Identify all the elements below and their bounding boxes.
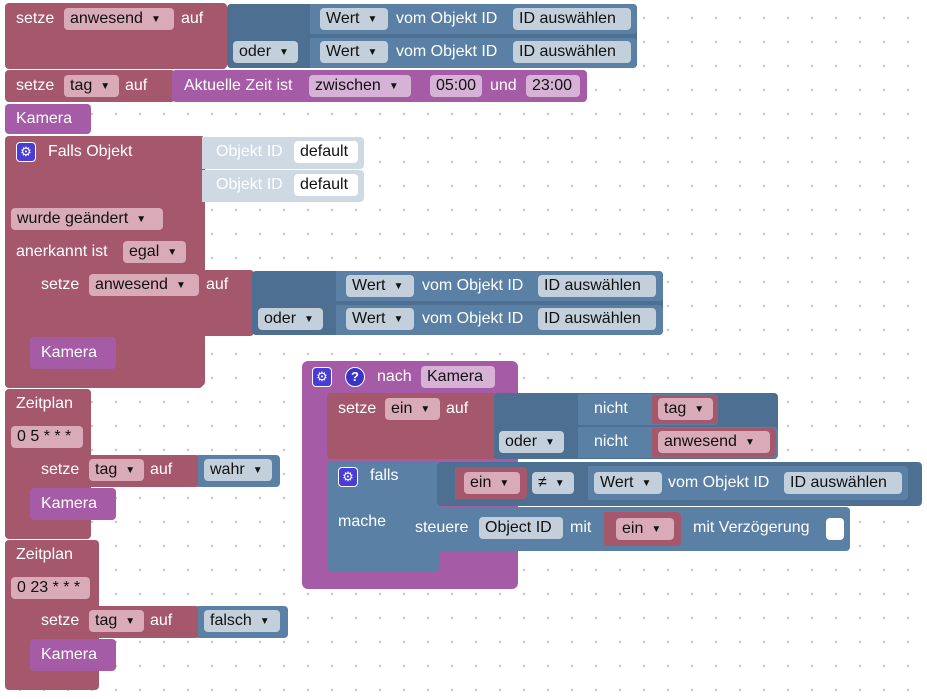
setze-label: setze [41,461,80,478]
kamera-call-block[interactable] [30,337,116,369]
kamera-call-label: Kamera [41,344,98,361]
anerkannt-ist-label: anerkannt ist [16,243,108,260]
time-from-field[interactable]: 05:00 [430,75,482,97]
auf-label: auf [446,400,469,417]
und-label: und [490,77,517,94]
var-dropdown-tag[interactable]: tag▼ [64,75,119,97]
kamera-call-label: Kamera [41,646,98,663]
trigger-bottom-bar [5,374,203,388]
kamera-call-label: Kamera [41,495,98,512]
objekt-id-label: Objekt ID [216,143,283,160]
var-dropdown-ein[interactable]: ein▼ [385,398,440,420]
object-id-field[interactable]: Object ID [479,517,563,539]
auf-label: auf [206,276,229,293]
wert-dropdown[interactable]: Wert▼ [594,472,662,494]
gear-icon[interactable]: ⚙ [338,467,358,487]
vom-objekt-id-label: vom Objekt ID [396,43,498,60]
var-dropdown-tag[interactable]: tag▼ [89,610,144,632]
vom-objekt-id-label: vom Objekt ID [422,277,524,294]
delay-checkbox[interactable] [826,518,844,540]
nach-label: nach [377,368,412,385]
id-select-button[interactable]: ID auswählen [538,275,656,297]
id-select-button[interactable]: ID auswählen [538,308,656,330]
falls-objekt-label: Falls Objekt [48,143,133,160]
wert-dropdown[interactable]: Wert▼ [346,308,414,330]
aktuelle-zeit-label: Aktuelle Zeit ist [184,77,293,94]
var-dropdown-ein[interactable]: ein▼ [464,472,520,494]
ack-dropdown[interactable]: egal▼ [123,241,186,263]
var-dropdown-tag[interactable]: tag▼ [658,398,713,420]
setze-label: setze [41,612,80,629]
vom-objekt-id-label: vom Objekt ID [396,10,498,27]
change-type-dropdown[interactable]: wurde geändert▼ [11,208,163,230]
help-icon[interactable]: ? [345,367,365,387]
objekt-id-label: Objekt ID [216,176,283,193]
time-to-field[interactable]: 23:00 [526,75,580,97]
auf-label: auf [181,10,204,27]
var-dropdown-anwesend[interactable]: anwesend▼ [89,274,199,296]
mache-label: mache [338,513,387,530]
default-input-2[interactable]: default [294,174,358,196]
var-dropdown-anwesend[interactable]: anwesend▼ [658,431,770,453]
nicht-label: nicht [594,400,628,417]
setze-label: setze [41,276,80,293]
setze-label: setze [16,10,55,27]
nicht-label: nicht [594,433,628,450]
vom-objekt-id-label: vom Objekt ID [668,474,770,491]
kamera-call-block[interactable] [30,488,116,520]
kamera-call-block[interactable] [30,639,116,671]
auf-label: auf [150,461,173,478]
vom-objekt-id-label: vom Objekt ID [422,310,524,327]
if-block-bottom [327,557,439,571]
id-select-button[interactable]: ID auswählen [784,472,902,494]
wert-dropdown[interactable]: Wert▼ [320,41,388,63]
setze-label: setze [16,77,55,94]
wert-dropdown[interactable]: Wert▼ [346,275,414,297]
bool-dropdown-falsch[interactable]: falsch▼ [204,610,280,632]
oder-dropdown[interactable]: oder▼ [499,431,564,453]
wert-dropdown[interactable]: Wert▼ [320,8,388,30]
gear-icon[interactable]: ⚙ [312,367,332,387]
var-dropdown-anwesend[interactable]: anwesend▼ [64,8,174,30]
zeitplan-label: Zeitplan [16,395,73,412]
function-name-input[interactable]: Kamera [421,366,495,388]
compare-op-dropdown[interactable]: ≠▼ [532,472,574,494]
var-dropdown-tag[interactable]: tag▼ [89,459,144,481]
oder-dropdown[interactable]: oder▼ [233,41,298,63]
kamera-call-block[interactable] [5,104,91,134]
bool-dropdown-wahr[interactable]: wahr▼ [204,459,272,481]
compare-dropdown[interactable]: zwischen▼ [309,75,411,97]
falls-label: falls [370,467,399,484]
zeitplan-label: Zeitplan [16,546,73,563]
setze-label: setze [338,400,377,417]
default-input-1[interactable]: default [294,141,358,163]
oder-dropdown[interactable]: oder▼ [258,308,323,330]
id-select-button[interactable]: ID auswählen [513,8,631,30]
auf-label: auf [150,612,173,629]
cron-input-2[interactable]: 0 23 * * * [11,577,90,599]
mit-label: mit [570,519,592,536]
auf-label: auf [125,77,148,94]
kamera-call-label: Kamera [16,110,73,127]
id-select-button[interactable]: ID auswählen [513,41,631,63]
steuere-label: steuere [415,519,469,536]
mit-verzoegerung-label: mit Verzögerung [693,519,810,536]
gear-icon[interactable]: ⚙ [16,142,36,162]
var-dropdown-ein[interactable]: ein▼ [616,518,674,540]
cron-input-1[interactable]: 0 5 * * * [11,426,83,448]
